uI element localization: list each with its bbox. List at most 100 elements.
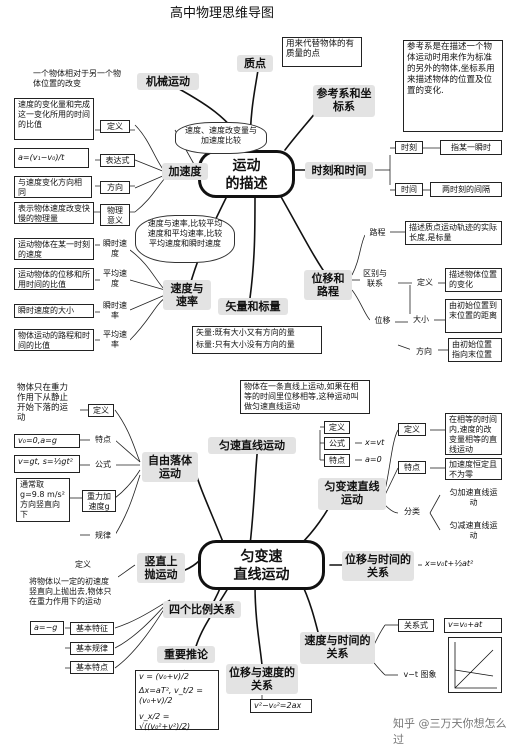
node-sige: 四个比例关系 <box>163 601 241 618</box>
center-line-2: 的描述 <box>225 176 268 192</box>
jiasudu-fangxiang-label: 方向 <box>100 181 130 194</box>
jiasudu-yiyi-label: 物理意义 <box>100 204 130 226</box>
weiyi-daxiao-def: 由初始位置到末位置的距离 <box>445 299 502 333</box>
lucheng-def: 描述质点运动轨迹的实际长度,是标量 <box>405 221 502 245</box>
node-sudushijian: 速度与时间的关系 <box>300 632 375 664</box>
node-ziyou: 自由落体运动 <box>142 452 198 482</box>
jiasudu-formula: a=(v₁−v₀)/t <box>14 148 89 168</box>
node-yunbian: 匀变速直线运动 <box>318 478 386 510</box>
pingjun-sudu-label: 平均速度 <box>100 268 130 290</box>
zhongyao-f3: v_x/2 = √((v₀²+v²)/2) <box>139 712 191 731</box>
yunsu-tedian-def: a=0 <box>362 454 386 467</box>
yunbian-fenlei-label: 分类 <box>398 506 426 519</box>
zhongyao-f1: v = (v₀+v)/2 <box>139 672 189 681</box>
ziyou-gongshi-label: 公式 <box>90 459 116 472</box>
ziyou-zhongli-label: 重力加速度g <box>82 490 116 512</box>
weiyisudu-formula: v²−v₀²=2ax <box>250 699 312 713</box>
yunbian-jia: 匀加速直线运动 <box>445 487 502 509</box>
node-sudu: 速度与速率 <box>163 280 211 310</box>
cankaoxi-def: 参考系是在描述一个物体运动时用来作为标准的另外的物体,坐标系用来描述物体的位置及… <box>403 40 503 132</box>
tuxiang-label: v−t 图象 <box>398 669 442 682</box>
watermark: 知乎 @三万天你想怎么过 <box>393 717 507 744</box>
shijian-def: 两时刻的间隔 <box>430 182 502 197</box>
shunshi-sudu-text: 运动物体在某一时刻的速度 <box>14 238 94 260</box>
center2-line-2: 直线运动 <box>233 567 290 583</box>
center-line-1: 运动 <box>232 158 261 174</box>
node-weiyishijian: 位移与时间的关系 <box>342 551 414 581</box>
ziyou-dingyi-label: 定义 <box>88 404 114 417</box>
lucheng-label: 路程 <box>365 227 390 240</box>
shuzhi-def: 将物体以一定的初速度竖直向上抛出去,物体只在重力作用下的运动 <box>26 576 118 616</box>
shunshi-sulv-text: 瞬时速度的大小 <box>14 304 94 318</box>
shike-label: 时刻 <box>395 141 423 154</box>
sudu-cloud: 速度与速率,比较平均速度和平均速率,比较平均速度和瞬时速度 <box>135 215 235 263</box>
ziyou-guilv-label: 规律 <box>90 530 116 543</box>
jiben-tezheng-def: a=−g <box>30 621 64 635</box>
node-shike: 时刻和时间 <box>305 162 373 179</box>
yunbian-dingyi-label: 定义 <box>398 423 426 436</box>
center2-line-1: 匀变速 <box>240 549 283 565</box>
shijian-label: 时间 <box>395 183 423 196</box>
weiyishijian-formula: x=v₀t+½at² <box>422 558 502 572</box>
pingjun-sulv-text: 物体运动的路程和时间的比值 <box>14 329 94 351</box>
center-node-motion: 运动 的描述 <box>198 150 295 198</box>
yunbian-tedian-def: 加速度恒定且不为零 <box>445 458 502 480</box>
node-jiasudu: 加速度 <box>162 163 208 180</box>
vt-graph-frame <box>448 637 502 693</box>
weiyi-label: 位移 <box>370 315 395 328</box>
node-weiyisudu: 位移与速度的关系 <box>226 664 298 694</box>
zhidian-def: 用来代替物体的有质量的点 <box>282 37 362 67</box>
weiyi-fangxiang-def: 由初始位置指向末位置 <box>448 338 502 362</box>
yunbian-dingyi-def: 在相等的时间内,速度的改变量相等的直线运动 <box>445 413 502 455</box>
zhongyao-formulas: v = (v₀+v)/2 Δx=aT², v_t/2 = (v₀+v)/2 v_… <box>135 670 219 731</box>
jiben-tedian-label: 基本特点 <box>70 661 114 674</box>
weiyi-dingyi-label: 定义 <box>412 277 438 290</box>
qubie-label: 区别与联系 <box>360 268 390 290</box>
jiasudu-dingyi-text: 速度的变化量和完成这一变化所用的时间的比值 <box>14 98 94 140</box>
pingjun-sudu-text: 运动物体的位移和所用时间的比值 <box>14 268 94 290</box>
ziyou-zhongli-def: 通常取g=9.8 m/s² 方向竖直向下 <box>16 478 70 522</box>
shike-def: 指某一瞬时 <box>440 140 502 155</box>
node-jixie: 机械运动 <box>137 73 199 90</box>
node-zhongyao: 重要推论 <box>157 646 215 663</box>
scalar-def: 标量:只有大小没有方向的量 <box>196 340 295 349</box>
weiyi-dingyi-def: 描述物体位置的变化 <box>445 268 502 292</box>
ziyou-tedian-label: 特点 <box>90 434 116 447</box>
ziyou-tedian-def: v₀=0,a=g <box>14 434 80 448</box>
guanxi-label: 关系式 <box>398 619 434 632</box>
jiasudu-fangxiang-text: 与速度变化方向相同 <box>14 176 92 198</box>
vector-def: 矢量:既有大小又有方向的量 <box>196 328 295 337</box>
ziyou-gongshi-def: v=gt, s=½gt² <box>14 455 80 473</box>
shuzhi-dingyi-label: 定义 <box>70 559 96 572</box>
jiasudu-cloud: 速度、速度改变量与加速度比较 <box>175 122 267 154</box>
node-shiliang: 矢量和标量 <box>218 298 288 315</box>
node-yunsu: 匀速直线运动 <box>208 437 296 454</box>
node-cankaoxi: 参考系和坐标系 <box>313 85 375 117</box>
yunbian-jian: 匀减速直线运动 <box>445 520 502 542</box>
jiasudu-yiyi-text: 表示物体速度改变快慢的物理量 <box>14 202 94 224</box>
jiasudu-dingyi-label: 定义 <box>100 120 130 133</box>
weiyi-fangxiang-label: 方向 <box>410 346 438 359</box>
yunsu-def: 物体在一条直线上运动,如果在相等的时间里位移相等,这种运动叫做匀速直线运动 <box>240 380 370 414</box>
shunshi-sulv-label: 瞬时速率 <box>100 300 130 322</box>
zhongyao-f2: Δx=aT², v_t/2 = (v₀+v)/2 <box>139 686 203 705</box>
jixie-def: 一个物体相对于另一个物体位置的改变 <box>30 68 125 92</box>
jiben-guilv-label: 基本规律 <box>70 642 114 655</box>
ziyou-dingyi-def: 物体只在重力作用下从静止开始下落的运动 <box>14 382 76 432</box>
pingjun-sulv-label: 平均速率 <box>100 329 130 351</box>
center-node-uniform-accel: 匀变速 直线运动 <box>198 540 325 590</box>
yunsu-tedian-label: 特点 <box>324 454 350 467</box>
v-t-graph <box>454 642 497 689</box>
yunsu-gongshi-def: x=vt <box>362 437 384 450</box>
yunsu-gongshi-label: 公式 <box>324 437 350 450</box>
yunbian-tedian-label: 特点 <box>398 461 426 474</box>
jiasudu-biaodashi-label: 表达式 <box>100 154 135 167</box>
jiben-tezheng-label: 基本特征 <box>70 622 114 635</box>
guanxi-def: v=v₀+at <box>444 618 502 633</box>
shiliang-def: 矢量:既有大小又有方向的量 标量:只有大小没有方向的量 <box>192 326 322 354</box>
page-title: 高中物理思维导图 <box>170 6 275 21</box>
node-weiyi: 位移和路程 <box>304 270 352 300</box>
yunsu-dingyi-label: 定义 <box>324 421 350 434</box>
node-shuzhi: 竖直上抛运动 <box>137 553 185 583</box>
